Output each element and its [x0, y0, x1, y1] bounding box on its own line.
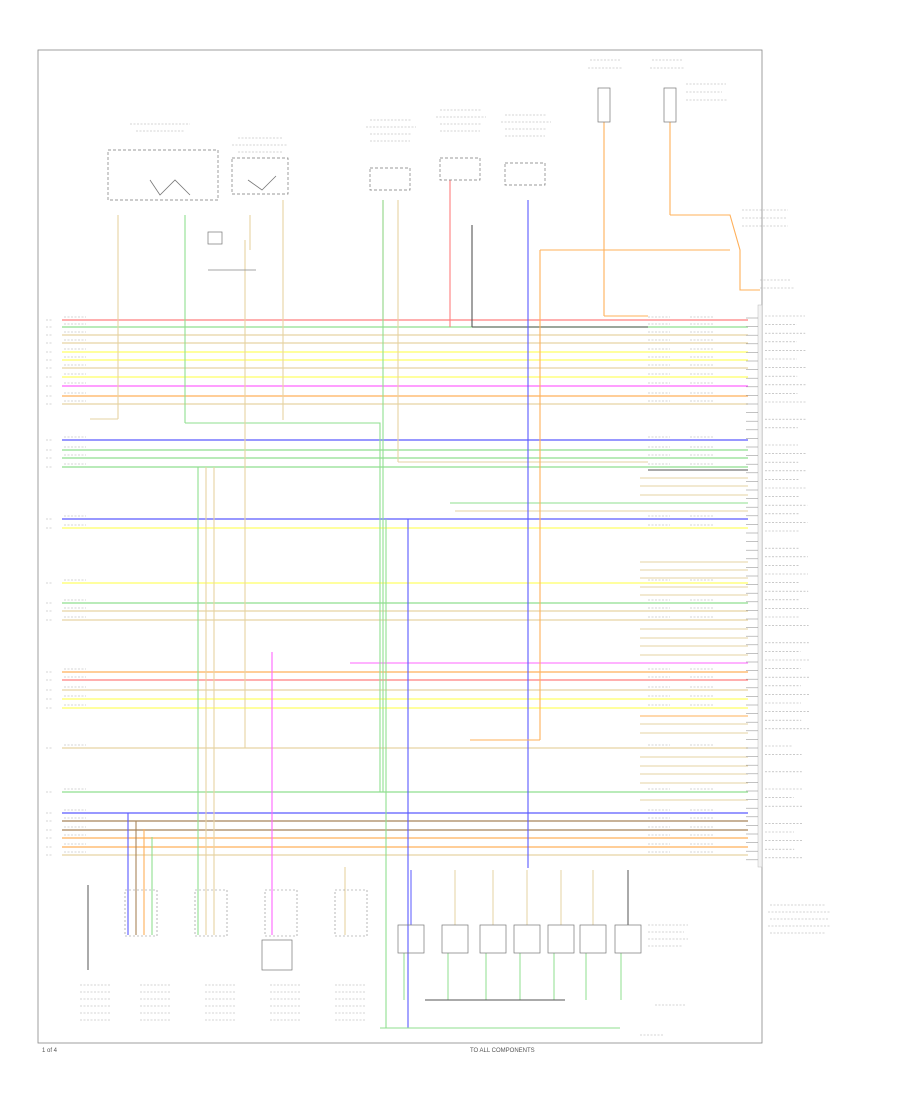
module-box — [262, 940, 292, 970]
wire-group — [62, 122, 760, 1028]
coil-2 — [442, 925, 468, 953]
label-group — [46, 60, 830, 1035]
footer-left-text: 1 of 4 — [42, 1048, 58, 1054]
coil-5 — [548, 925, 574, 953]
coil-4 — [514, 925, 540, 953]
lower-connector-4 — [335, 890, 367, 936]
fuse-1 — [598, 88, 610, 122]
sensor-1 — [370, 168, 410, 190]
diagram-border — [38, 50, 762, 1043]
ecm-connector-column — [758, 305, 762, 867]
coil-6 — [580, 925, 606, 953]
lower-connector-3 — [265, 890, 297, 936]
fuse-2 — [664, 88, 676, 122]
footer-center-text: TO ALL COMPONENTS — [470, 1048, 535, 1054]
coil-7 — [615, 925, 641, 953]
switch-contact — [150, 180, 190, 195]
sensor-2 — [440, 158, 480, 180]
switch-contact — [248, 176, 276, 190]
sensor-3 — [505, 163, 545, 185]
coil-1 — [398, 925, 424, 953]
lower-connector-2 — [195, 890, 227, 936]
coil-3 — [480, 925, 506, 953]
ground-block — [208, 232, 222, 244]
